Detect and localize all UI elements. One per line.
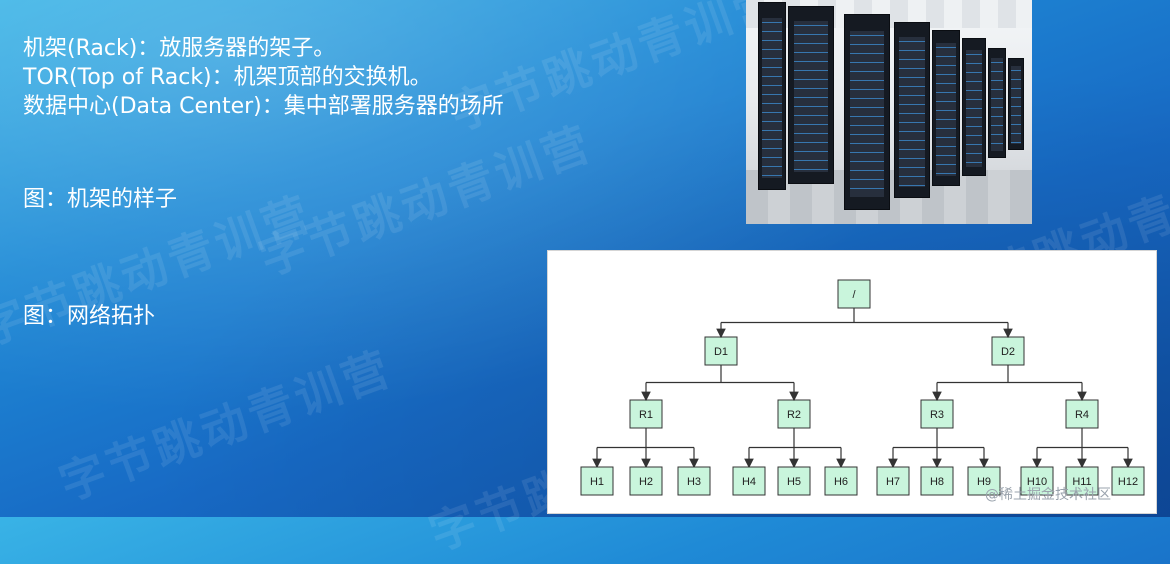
host-node-h12-box <box>1111 466 1145 496</box>
host-node-h2-label: H2 <box>639 476 653 488</box>
host-node-h4: H4 <box>732 466 766 496</box>
rack-unit <box>844 14 890 210</box>
host-node-h1: H1 <box>580 466 614 496</box>
host-node-h12-label: H12 <box>1118 476 1138 488</box>
host-node-h6-box <box>824 466 858 496</box>
rack-unit <box>894 22 930 198</box>
host-node-h4-label: H4 <box>742 476 756 488</box>
host-node-h7: H7 <box>876 466 910 496</box>
rack-unit <box>758 2 786 190</box>
datacenter-node-d1-label: D1 <box>714 346 728 358</box>
definitions: 机架(Rack)：放服务器的架子。 TOR(Top of Rack)：机架顶部的… <box>23 34 504 121</box>
host-node-h3-label: H3 <box>687 476 701 488</box>
host-node-h11-box <box>1065 466 1099 496</box>
root-node: / <box>837 279 871 309</box>
host-node-h6: H6 <box>824 466 858 496</box>
rack-unit <box>988 48 1006 158</box>
rack-unit <box>932 30 960 186</box>
root-node-box <box>837 279 871 309</box>
host-node-h2-box <box>629 466 663 496</box>
host-node-h5-box <box>777 466 811 496</box>
host-node-h4-box <box>732 466 766 496</box>
host-node-h9: H9 <box>967 466 1001 496</box>
rack-unit <box>788 6 834 184</box>
host-node-h12: H12 <box>1111 466 1145 496</box>
rack-node-r3: R3 <box>920 399 954 429</box>
server-rack-photo <box>746 0 1032 224</box>
rack-node-r3-box <box>920 399 954 429</box>
footer-watermark: @稀土掘金技术社区 <box>985 487 1111 503</box>
watermark: 字节跳动青训营 <box>52 340 400 512</box>
host-node-h11: H11 <box>1065 466 1099 496</box>
host-node-h3: H3 <box>677 466 711 496</box>
rack-node-r2-label: R2 <box>787 409 801 421</box>
rack-node-r3-label: R3 <box>930 409 944 421</box>
datacenter-node-d2: D2 <box>991 336 1025 366</box>
datacenter-node-d1: D1 <box>704 336 738 366</box>
host-node-h8: H8 <box>920 466 954 496</box>
definition-rack: 机架(Rack)：放服务器的架子。 <box>23 36 336 61</box>
host-node-h2: H2 <box>629 466 663 496</box>
host-node-h1-box <box>580 466 614 496</box>
rack-node-r1-box <box>629 399 663 429</box>
host-node-h10-box <box>1020 466 1054 496</box>
host-node-h8-box <box>920 466 954 496</box>
host-node-h5: H5 <box>777 466 811 496</box>
host-node-h5-label: H5 <box>787 476 801 488</box>
root-node-label: / <box>852 289 856 301</box>
datacenter-node-d2-label: D2 <box>1001 346 1015 358</box>
caption-topology: 图：网络拓扑 <box>23 304 156 329</box>
host-node-h7-box <box>876 466 910 496</box>
caption-rack: 图：机架的样子 <box>23 187 178 212</box>
definition-tor: TOR(Top of Rack)：机架顶部的交换机。 <box>23 65 432 90</box>
rack-node-r1: R1 <box>629 399 663 429</box>
rack-node-r2: R2 <box>777 399 811 429</box>
host-node-h9-label: H9 <box>977 476 991 488</box>
host-node-h8-label: H8 <box>930 476 944 488</box>
host-node-h6-label: H6 <box>834 476 848 488</box>
host-node-h1-label: H1 <box>590 476 604 488</box>
host-node-h7-label: H7 <box>886 476 900 488</box>
rack-node-r4-label: R4 <box>1075 409 1089 421</box>
host-node-h9-box <box>967 466 1001 496</box>
host-node-h10-label: H10 <box>1027 476 1047 488</box>
host-node-h11-label: H11 <box>1072 476 1091 488</box>
rack-unit <box>962 38 986 176</box>
definition-data-center: 数据中心(Data Center)：集中部署服务器的场所 <box>23 94 504 119</box>
rack-node-r4: R4 <box>1065 399 1099 429</box>
rack-node-r2-box <box>777 399 811 429</box>
host-node-h10: H10 <box>1020 466 1054 496</box>
rack-node-r1-label: R1 <box>639 409 653 421</box>
host-node-h3-box <box>677 466 711 496</box>
rack-node-r4-box <box>1065 399 1099 429</box>
datacenter-node-d1-box <box>704 336 738 366</box>
rack-unit <box>1008 58 1024 150</box>
